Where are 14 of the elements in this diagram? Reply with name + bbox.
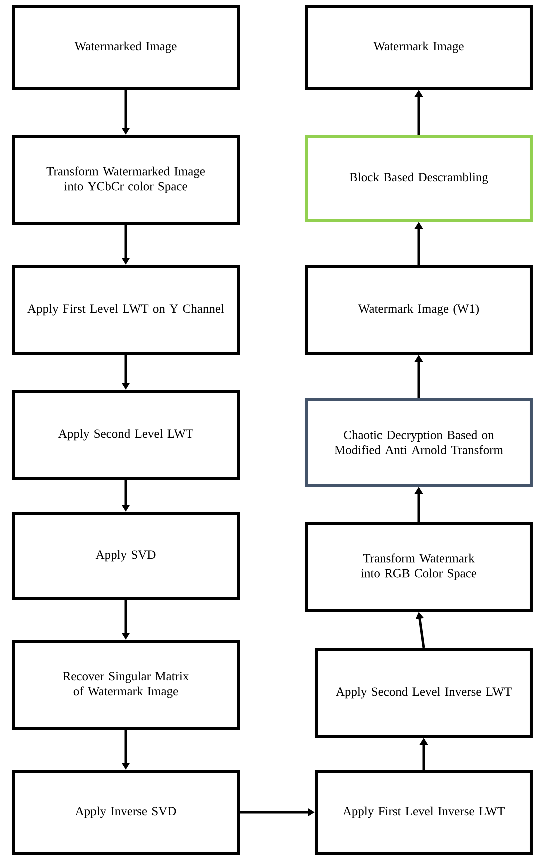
process-box: Watermark Image (305, 5, 533, 90)
process-box: Apply First Level LWT on Y Channel (12, 265, 240, 355)
process-box: Block Based Descrambling (305, 135, 533, 222)
process-box: Recover Singular Matrix of Watermark Image (12, 640, 240, 730)
process-box: Chaotic Decryption Based on Modified Anti Arnold Transform (305, 398, 533, 487)
process-box: Apply Inverse SVD (12, 770, 240, 855)
process-box: Apply First Level Inverse LWT (315, 770, 533, 855)
process-box: Apply SVD (12, 512, 240, 600)
process-box: Transform Watermarked Image into YCbCr color Space (12, 135, 240, 225)
process-box: Watermark Image (W1) (305, 265, 533, 355)
process-box: Watermarked Image (12, 5, 240, 90)
process-box: Apply Second Level LWT (12, 390, 240, 480)
process-box: Apply Second Level Inverse LWT (315, 648, 533, 738)
process-box: Transform Watermark into RGB Color Space (305, 522, 533, 612)
